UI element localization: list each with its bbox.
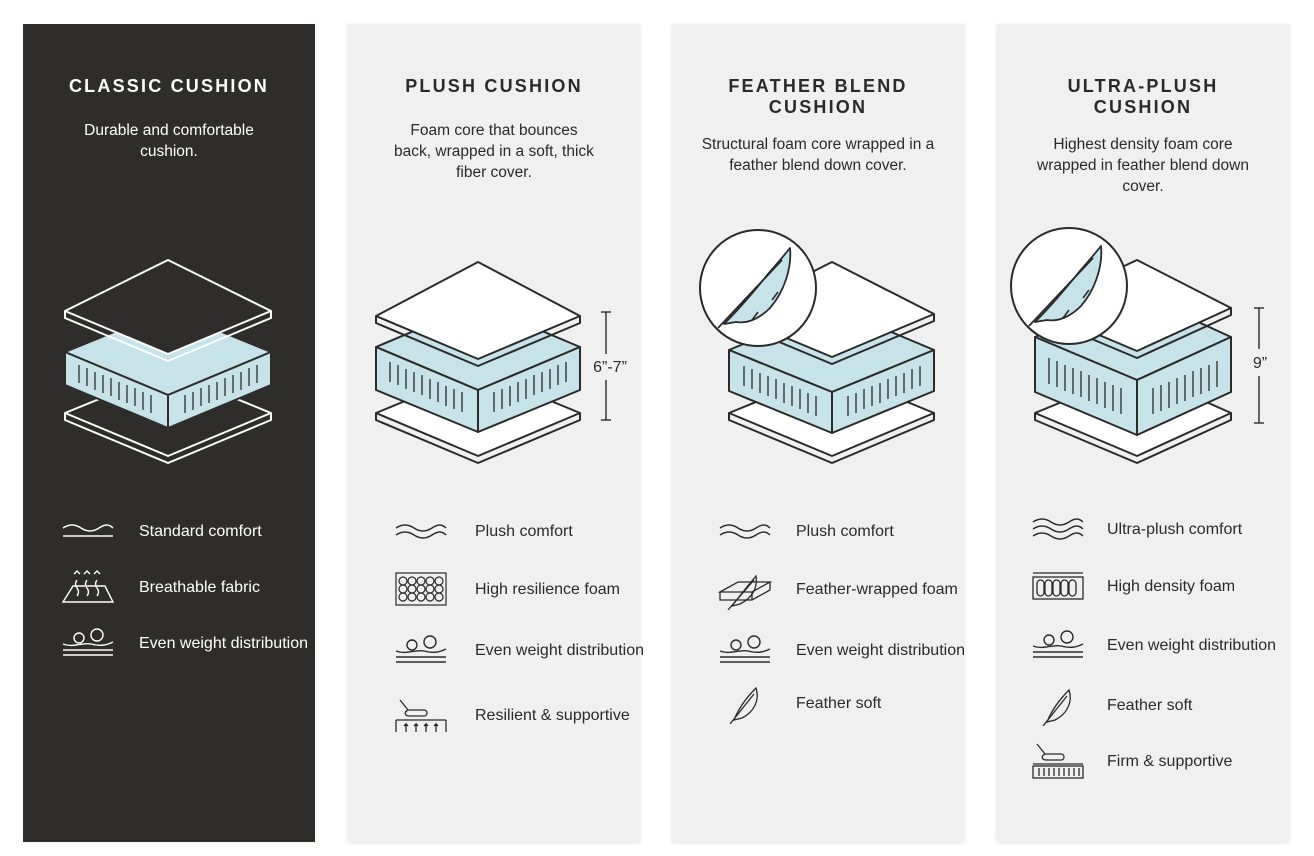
- bottom-layer: [375, 370, 581, 457]
- density-foam-icon: [1031, 567, 1085, 607]
- foam-top: [375, 303, 581, 391]
- feature-row: Feather-wrapped foam: [672, 570, 964, 622]
- feature-label: Resilient & supportive: [475, 707, 630, 724]
- feather-badge: [699, 229, 817, 347]
- double-wave-icon: [394, 512, 448, 552]
- feather-icon: [718, 684, 772, 725]
- top-layer: [64, 259, 272, 355]
- foam-left-side: [728, 349, 833, 434]
- triple-wave-icon: [1031, 510, 1085, 550]
- foam-right-side: [167, 351, 272, 429]
- ultra-plush-cushion-card: ULTRA-PLUSH CUSHION Highest density foam…: [997, 24, 1289, 842]
- card-description: Foam core that bounces back, wrapped in …: [394, 122, 594, 181]
- height-dimension: 6”-7”: [593, 359, 627, 376]
- hand-press-icon: [394, 696, 448, 736]
- card-description: Structural foam core wrapped in a feathe…: [701, 136, 935, 174]
- feature-label: Feather-wrapped foam: [796, 581, 958, 598]
- feature-label: Standard comfort: [139, 523, 262, 540]
- card-title: PLUSH CUSHION: [405, 76, 583, 96]
- feature-label: Even weight distribution: [796, 642, 965, 659]
- card-title: FEATHER BLEND CUSHION: [728, 76, 908, 117]
- feature-row: High density foam: [997, 567, 1289, 619]
- breathable-fabric-icon: [61, 568, 115, 608]
- bottom-layer: [1034, 370, 1232, 457]
- foam-top: [64, 309, 272, 396]
- card-description: Durable and comfortable cushion.: [84, 122, 254, 160]
- feature-row: Even weight distribution: [348, 631, 644, 683]
- classic-cushion-card: CLASSIC CUSHION Durable and comfortable …: [23, 24, 315, 842]
- feature-row: Even weight distribution: [672, 631, 965, 683]
- feature-row: Standard comfort: [23, 512, 315, 564]
- wave-line-icon: [61, 512, 115, 552]
- feature-row: Plush comfort: [672, 512, 964, 564]
- weight-distribution-icon: [61, 624, 115, 664]
- feather-blend-cushion-card: FEATHER BLEND CUSHION Structural foam co…: [672, 24, 965, 842]
- foam-top: [728, 306, 935, 393]
- feature-label: High density foam: [1107, 578, 1236, 595]
- feature-label: Plush comfort: [475, 523, 573, 540]
- foam-right-side: [477, 346, 581, 433]
- feature-label: High resilience foam: [475, 581, 620, 598]
- top-layer: [1034, 259, 1232, 352]
- feather-icon: [1031, 686, 1085, 727]
- feature-row: Ultra-plush comfort: [997, 510, 1289, 562]
- height-dimension: 9”: [1252, 355, 1268, 372]
- feather-badge: [1010, 227, 1128, 345]
- foam-left-side: [375, 346, 479, 433]
- feature-row: High resilience foam: [348, 570, 640, 622]
- foam-top: [1034, 293, 1232, 381]
- top-layer: [728, 261, 935, 358]
- bottom-layer: [728, 370, 935, 457]
- foam-right-side: [1136, 336, 1232, 436]
- plush-cushion-card: PLUSH CUSHION Foam core that bounces bac…: [348, 24, 644, 842]
- feature-row: Resilient & supportive: [348, 696, 640, 748]
- feature-row: Breathable fabric: [23, 568, 315, 620]
- feature-row: Feather soft: [997, 686, 1289, 738]
- foam-left-side: [1034, 336, 1138, 436]
- feature-label: Breathable fabric: [139, 579, 260, 596]
- foam-left-side: [64, 351, 169, 429]
- feature-label: Feather soft: [796, 695, 882, 712]
- feature-label: Feather soft: [1107, 697, 1193, 714]
- feather-wrap-icon: [717, 570, 773, 611]
- feature-row: Firm & supportive: [997, 742, 1289, 794]
- bottom-layer: [64, 370, 272, 457]
- feature-row: Even weight distribution: [23, 624, 315, 676]
- card-title: CLASSIC CUSHION: [68, 76, 269, 96]
- foam-cells-icon: [394, 570, 448, 610]
- weight-distribution-icon: [718, 631, 772, 671]
- card-title: ULTRA-PLUSH CUSHION: [1067, 76, 1219, 117]
- weight-distribution-icon: [394, 631, 448, 671]
- card-description: Highest density foam core wrapped in fea…: [1037, 136, 1249, 195]
- feature-label: Even weight distribution: [139, 635, 308, 652]
- feature-label: Ultra-plush comfort: [1107, 521, 1243, 538]
- feature-label: Even weight distribution: [1107, 637, 1276, 654]
- feature-label: Firm & supportive: [1107, 753, 1233, 770]
- foam-right-side: [831, 349, 935, 434]
- weight-distribution-icon: [1031, 626, 1085, 666]
- feature-row: Even weight distribution: [997, 626, 1289, 678]
- feature-row: Plush comfort: [348, 512, 640, 564]
- feature-label: Plush comfort: [796, 523, 894, 540]
- feature-label: Even weight distribution: [475, 642, 644, 659]
- feature-row: Feather soft: [672, 684, 964, 736]
- hand-press-icon: [1031, 742, 1085, 782]
- top-layer: [375, 261, 581, 360]
- double-wave-icon: [718, 512, 772, 552]
